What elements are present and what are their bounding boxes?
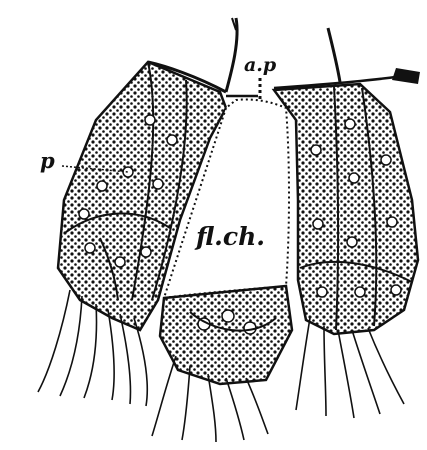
p-label: p bbox=[40, 150, 55, 171]
middle-cell bbox=[152, 286, 292, 442]
flagellated-chamber-label: fl.ch. bbox=[196, 224, 265, 249]
right-cell bbox=[274, 84, 418, 418]
apopyle-label: a.p bbox=[244, 56, 276, 75]
